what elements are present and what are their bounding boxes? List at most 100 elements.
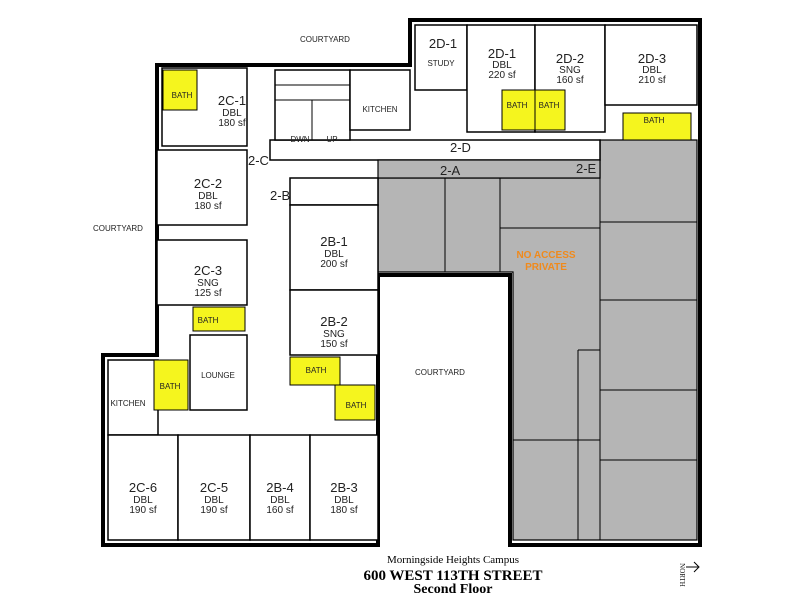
- svg-text:2D-1: 2D-1: [429, 36, 457, 51]
- svg-text:2B-4: 2B-4: [266, 480, 293, 495]
- room-2c-6: [107, 434, 179, 541]
- room-2c-5: [177, 434, 251, 541]
- svg-text:200 sf: 200 sf: [320, 259, 347, 270]
- svg-text:2C-3: 2C-3: [194, 263, 222, 278]
- kitchen-label: KITCHEN: [362, 105, 397, 114]
- corridor-label-2a: 2-A: [440, 163, 461, 178]
- svg-text:160 sf: 160 sf: [266, 505, 293, 516]
- building-address: 600 WEST 113TH STREET: [363, 568, 542, 584]
- bath-2d-1: [501, 89, 536, 131]
- private-label: PRIVATE: [525, 262, 567, 273]
- bath-label: BATH: [306, 366, 327, 375]
- north-arrow-icon: [686, 561, 700, 573]
- svg-text:180 sf: 180 sf: [330, 505, 357, 516]
- bath-label: BATH: [507, 101, 528, 110]
- svg-text:2C-6: 2C-6: [129, 480, 157, 495]
- svg-text:DBL: DBL: [198, 191, 218, 202]
- svg-text:DBL: DBL: [492, 60, 512, 71]
- svg-text:STUDY: STUDY: [427, 59, 455, 68]
- svg-text:180 sf: 180 sf: [194, 201, 221, 212]
- room-2b-3: [309, 434, 379, 541]
- corridor-2a: [377, 159, 601, 179]
- svg-text:DBL: DBL: [334, 495, 354, 506]
- svg-text:210 sf: 210 sf: [638, 75, 665, 86]
- kitchen-west: [107, 359, 159, 436]
- room-2c-2: [156, 149, 248, 226]
- bath-label: BATH: [539, 101, 560, 110]
- corridor-label-2c: 2-C: [248, 153, 269, 168]
- no-access-label: NO ACCESS: [516, 250, 575, 261]
- room-2b-4: [249, 434, 311, 541]
- svg-text:2D-1: 2D-1: [488, 46, 516, 61]
- bath-west: [153, 359, 189, 411]
- room-2c-3: [156, 239, 248, 306]
- bath-label: BATH: [172, 91, 193, 100]
- svg-text:180 sf: 180 sf: [218, 118, 245, 129]
- floor-name: Second Floor: [414, 582, 493, 597]
- svg-text:190 sf: 190 sf: [129, 505, 156, 516]
- svg-text:DBL: DBL: [204, 495, 224, 506]
- bath-label: BATH: [346, 401, 367, 410]
- north-label: NORTH: [678, 563, 686, 587]
- svg-text:160 sf: 160 sf: [556, 75, 583, 86]
- kitchen-label: KITCHEN: [110, 399, 145, 408]
- stairs-down-label: DWN: [290, 135, 309, 144]
- svg-text:SNG: SNG: [559, 65, 581, 76]
- campus-name: Morningside Heights Campus: [387, 554, 519, 566]
- stair-treads: [275, 84, 350, 140]
- private-area: [377, 139, 698, 541]
- study-2d-1: [414, 24, 468, 91]
- svg-text:2B-1: 2B-1: [320, 234, 347, 249]
- svg-text:2D-2: 2D-2: [556, 51, 584, 66]
- svg-text:2B-2: 2B-2: [320, 314, 347, 329]
- room-2d-3: [604, 24, 698, 106]
- courtyard-center: COURTYARD: [415, 368, 465, 377]
- bath-2b-a: [289, 356, 341, 386]
- courtyard-north: COURTYARD: [300, 35, 350, 44]
- corridor-label-2b: 2-B: [270, 188, 290, 203]
- svg-text:190 sf: 190 sf: [200, 505, 227, 516]
- svg-text:220 sf: 220 sf: [488, 70, 515, 81]
- bath-2c-1: [162, 69, 198, 111]
- bath-2d-3: [622, 112, 692, 141]
- bath-2d-2: [534, 89, 566, 131]
- svg-text:DBL: DBL: [642, 65, 662, 76]
- svg-text:SNG: SNG: [197, 278, 219, 289]
- svg-text:2C-2: 2C-2: [194, 176, 222, 191]
- bath-label: BATH: [644, 116, 665, 125]
- bath-label: BATH: [160, 382, 181, 391]
- svg-text:2D-3: 2D-3: [638, 51, 666, 66]
- svg-text:2C-1: 2C-1: [218, 93, 246, 108]
- svg-text:DBL: DBL: [133, 495, 153, 506]
- svg-text:DBL: DBL: [270, 495, 290, 506]
- kitchen-north: [349, 69, 411, 131]
- bath-label: BATH: [198, 316, 219, 325]
- elevator-shafts: [289, 177, 379, 206]
- bath-2c-3: [192, 306, 246, 332]
- corridor-label-2d: 2-D: [450, 140, 471, 155]
- lounge-label: LOUNGE: [201, 371, 235, 380]
- room-2b-2: [289, 289, 379, 356]
- svg-text:DBL: DBL: [222, 108, 242, 119]
- svg-text:2B-3: 2B-3: [330, 480, 357, 495]
- svg-text:DBL: DBL: [324, 249, 344, 260]
- stairs-up-label: UP: [326, 135, 337, 144]
- lounge: [189, 334, 248, 411]
- svg-text:125 sf: 125 sf: [194, 288, 221, 299]
- svg-text:150 sf: 150 sf: [320, 339, 347, 350]
- private-partitions: [444, 140, 697, 540]
